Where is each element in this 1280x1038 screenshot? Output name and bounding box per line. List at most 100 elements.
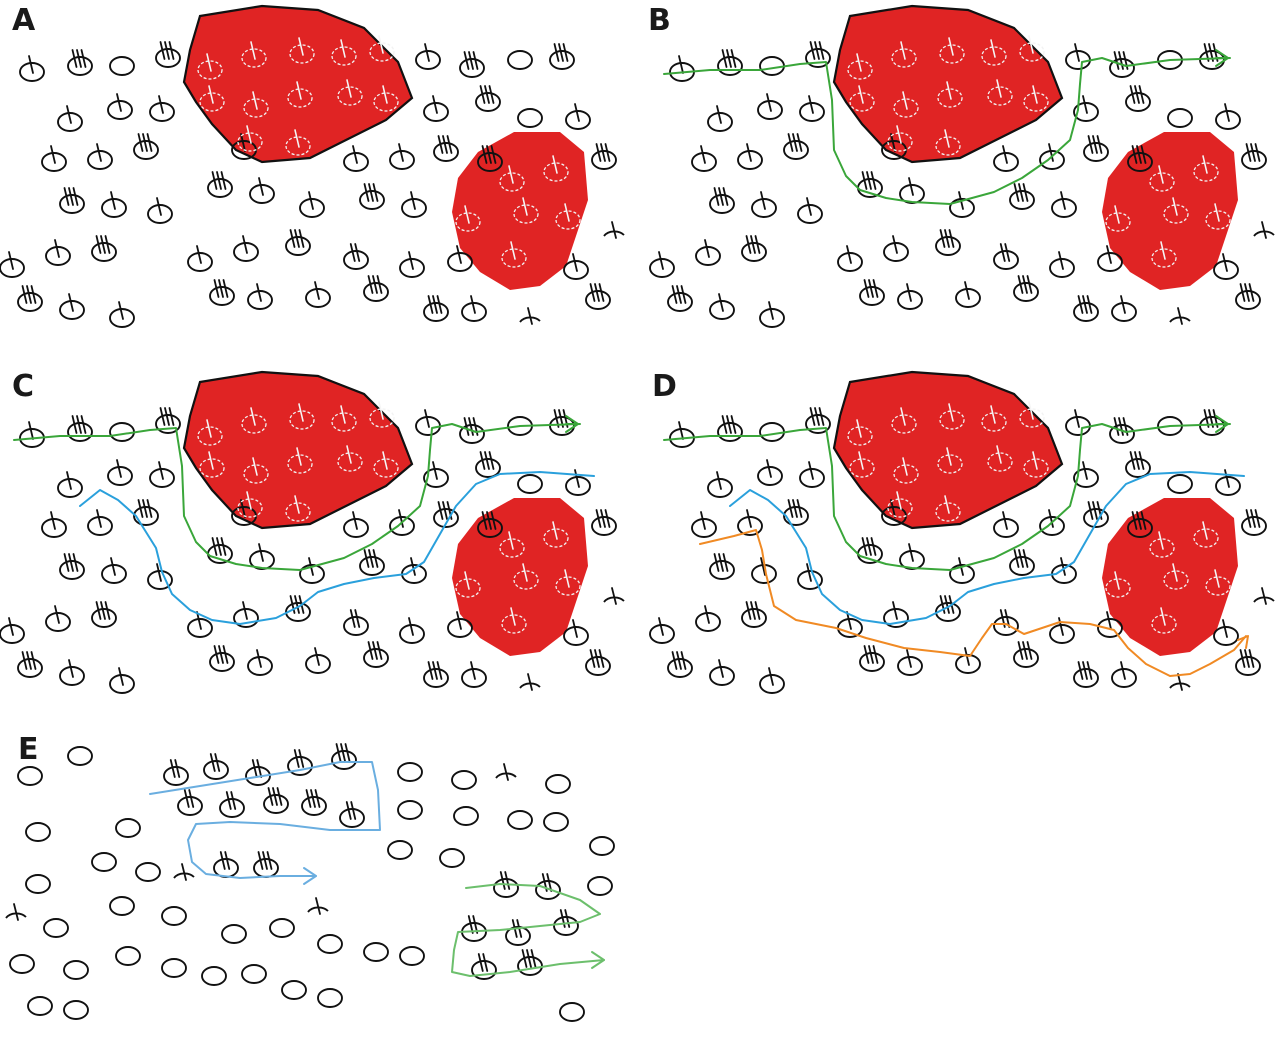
panel-label-a: A	[12, 3, 36, 38]
ellipse-cell-icon	[1009, 556, 1035, 576]
ellipse-cell-icon	[555, 576, 581, 596]
tally-marker-icon	[427, 661, 434, 680]
tally-marker-icon	[1248, 649, 1255, 668]
tally-marker-icon	[1022, 641, 1028, 660]
ellipse-cell-icon	[1151, 248, 1177, 268]
ellipse-cell-icon	[1127, 152, 1153, 172]
tally-marker-icon	[256, 759, 263, 778]
tally-marker-icon	[946, 447, 952, 466]
ellipse-cell-icon	[893, 464, 919, 484]
ellipse-cell-icon	[1193, 162, 1219, 182]
tally-marker-icon	[754, 601, 761, 620]
ellipse-cell-icon	[439, 848, 465, 868]
ellipse-cell-icon	[1163, 570, 1189, 590]
ellipse-cell-icon	[243, 98, 269, 118]
ellipse-cell-icon	[935, 236, 961, 256]
tally-marker-icon	[1032, 85, 1038, 104]
ellipse-cell-icon	[45, 246, 71, 266]
tally-marker-icon	[220, 171, 227, 190]
ellipse-cell-icon	[369, 408, 395, 428]
ellipse-cell-icon	[849, 458, 875, 478]
tally-marker-icon	[944, 495, 950, 514]
tally-marker-icon	[1131, 145, 1138, 164]
ellipse-cell-icon	[447, 252, 473, 272]
ellipse-cell-icon	[199, 458, 225, 478]
ellipse-cell-icon	[331, 750, 357, 770]
tally-marker-icon	[678, 421, 684, 440]
ellipse-cell-icon	[981, 412, 1007, 432]
ellipse-cell-icon	[343, 518, 369, 538]
tally-marker-icon	[1086, 295, 1093, 314]
ellipse-cell-icon	[9, 954, 35, 974]
ellipse-cell-icon	[847, 60, 873, 80]
tally-marker-icon	[1113, 417, 1120, 436]
tally-marker-icon	[722, 187, 729, 206]
tally-marker-icon	[818, 407, 825, 426]
ellipse-cell-icon	[287, 454, 313, 474]
tally-marker-icon	[1058, 617, 1064, 636]
tally-marker-icon	[1245, 143, 1252, 162]
ellipse-cell-icon	[305, 654, 331, 674]
tally-marker-icon	[95, 601, 102, 620]
green-migration-path	[663, 57, 1231, 205]
tally-marker-icon	[208, 451, 214, 470]
tally-marker-icon	[721, 415, 728, 434]
ellipse-cell-icon	[161, 958, 187, 978]
tally-marker-icon	[754, 235, 761, 254]
tally-marker-icon	[814, 41, 820, 60]
ellipse-cell-icon	[717, 422, 743, 442]
tally-marker-icon	[206, 419, 212, 438]
tally-marker-icon	[856, 53, 862, 72]
tally-marker-icon	[990, 39, 996, 58]
tally-marker-icon	[946, 81, 952, 100]
tally-marker-icon	[80, 49, 87, 68]
ellipse-cell-icon	[331, 412, 357, 432]
ellipse-cell-icon	[549, 50, 575, 70]
ellipse-cell-icon	[17, 658, 43, 678]
ellipse-cell-icon	[109, 674, 135, 694]
ellipse-cell-icon	[499, 538, 525, 558]
tally-marker-icon	[456, 611, 462, 630]
ellipse-cell-icon	[177, 796, 203, 816]
tally-marker-icon	[870, 537, 877, 556]
ellipse-cell-icon	[299, 564, 325, 584]
ellipse-cell-icon	[423, 302, 449, 322]
ellipse-cell-icon	[305, 288, 331, 308]
tally-marker-icon	[1120, 295, 1126, 314]
ellipse-cell-icon	[757, 466, 783, 486]
tally-marker-icon	[611, 221, 617, 239]
ellipse-cell-icon	[1213, 626, 1239, 646]
ellipse-cell-icon	[543, 528, 569, 548]
tally-marker-icon	[432, 661, 438, 680]
ellipse-cell-icon	[859, 652, 885, 672]
tally-marker-icon	[1134, 451, 1140, 470]
ellipse-cell-icon	[451, 770, 477, 790]
tally-marker-icon	[1131, 511, 1138, 530]
tally-marker-icon	[766, 459, 772, 478]
tally-marker-icon	[1114, 571, 1120, 590]
tally-marker-icon	[814, 407, 820, 426]
tally-marker-icon	[340, 405, 346, 424]
ellipse-cell-icon	[1105, 578, 1131, 598]
ellipse-cell-icon	[955, 288, 981, 308]
tally-marker-icon	[257, 851, 264, 870]
tally-marker-icon	[352, 511, 358, 530]
ellipse-cell-icon	[887, 132, 913, 152]
tally-marker-icon	[760, 557, 766, 576]
tally-marker-icon	[293, 749, 300, 768]
tally-marker-icon	[552, 155, 558, 174]
ellipse-cell-icon	[221, 924, 247, 944]
tally-marker-icon	[66, 471, 72, 490]
ellipse-cell-icon	[939, 44, 965, 64]
tally-marker-icon	[604, 143, 611, 162]
ellipse-cell-icon	[1039, 516, 1065, 536]
ellipse-cell-icon	[709, 666, 735, 686]
tally-marker-icon	[211, 537, 218, 556]
ellipse-cell-icon	[1111, 668, 1137, 688]
ellipse-cell-icon	[25, 874, 51, 894]
tally-marker-icon	[1245, 509, 1252, 528]
ellipse-cell-icon	[1205, 210, 1231, 230]
tally-marker-icon	[208, 85, 214, 104]
ellipse-cell-icon	[1111, 302, 1137, 322]
tally-marker-icon	[522, 197, 528, 216]
